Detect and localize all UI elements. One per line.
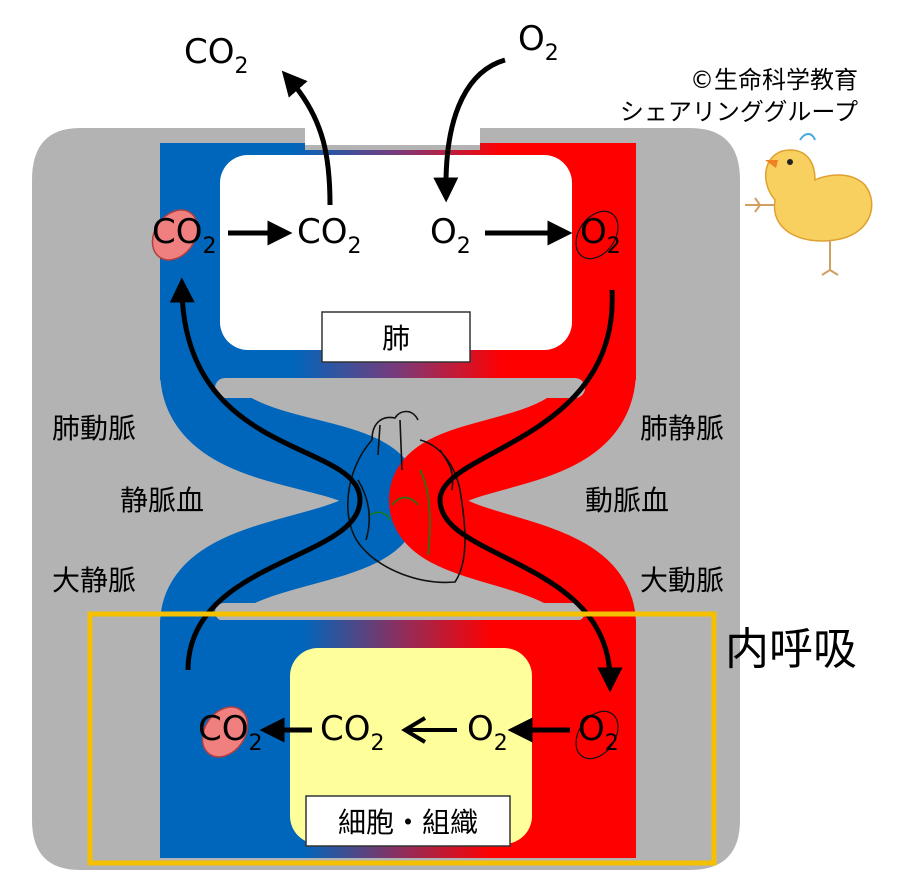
lung-tissue — [220, 155, 572, 350]
o2-cell-blood-label: O2 — [578, 709, 619, 756]
arterial-flow-arrow — [437, 289, 623, 693]
lung-label: 肺 — [382, 322, 410, 355]
vena-cava-label: 大静脈 — [52, 564, 136, 597]
internal-respiration-frame — [87, 611, 717, 866]
venous-flow-arrow — [169, 277, 363, 671]
arterial-vessel — [388, 366, 636, 630]
venous-vessel — [160, 366, 422, 630]
internal-respiration-label: 内呼吸 — [725, 624, 857, 675]
arterial-blood-label: 動脈血 — [585, 484, 669, 517]
co2-cell-blood-label: CO2 — [198, 709, 263, 756]
o2-lung-blood-label: O2 — [580, 212, 621, 259]
co2-lung-air-label: CO2 — [297, 212, 362, 259]
o2-inhale-arrow — [433, 57, 506, 203]
co2-exhale-arrow — [281, 70, 333, 206]
o2-cell-label: O2 — [467, 709, 508, 756]
pulmonary-vein-label: 肺静脈 — [640, 412, 724, 445]
chick-mascot-icon — [745, 133, 873, 276]
rbc-lung-venous — [151, 209, 199, 261]
pulmonary-artery-label: 肺動脈 — [52, 412, 136, 445]
co2-top-label: CO2 — [184, 32, 249, 79]
rbc-cell-arterial — [575, 710, 619, 760]
rbc-lung-arterial — [575, 210, 619, 260]
aorta-label: 大動脈 — [640, 564, 724, 597]
cells-label: 細胞・組織 — [338, 806, 478, 839]
co2-cell-label: CO2 — [320, 709, 385, 756]
lung-label-box — [321, 311, 471, 363]
cells-label-box — [305, 795, 511, 847]
venous-blood-label: 静脈血 — [120, 484, 204, 517]
cell-tissue — [290, 648, 532, 844]
o2-top-label: O2 — [518, 19, 559, 66]
rbc-cell-venous — [201, 706, 249, 758]
copyright-line2: シェアリンググループ — [620, 98, 858, 126]
o2-lung-air-label: O2 — [430, 212, 471, 259]
copyright-line1: ©生命科学教育 — [690, 66, 858, 94]
cell-open-arrow — [401, 716, 457, 744]
co2-lung-blood-label: CO2 — [152, 212, 217, 259]
